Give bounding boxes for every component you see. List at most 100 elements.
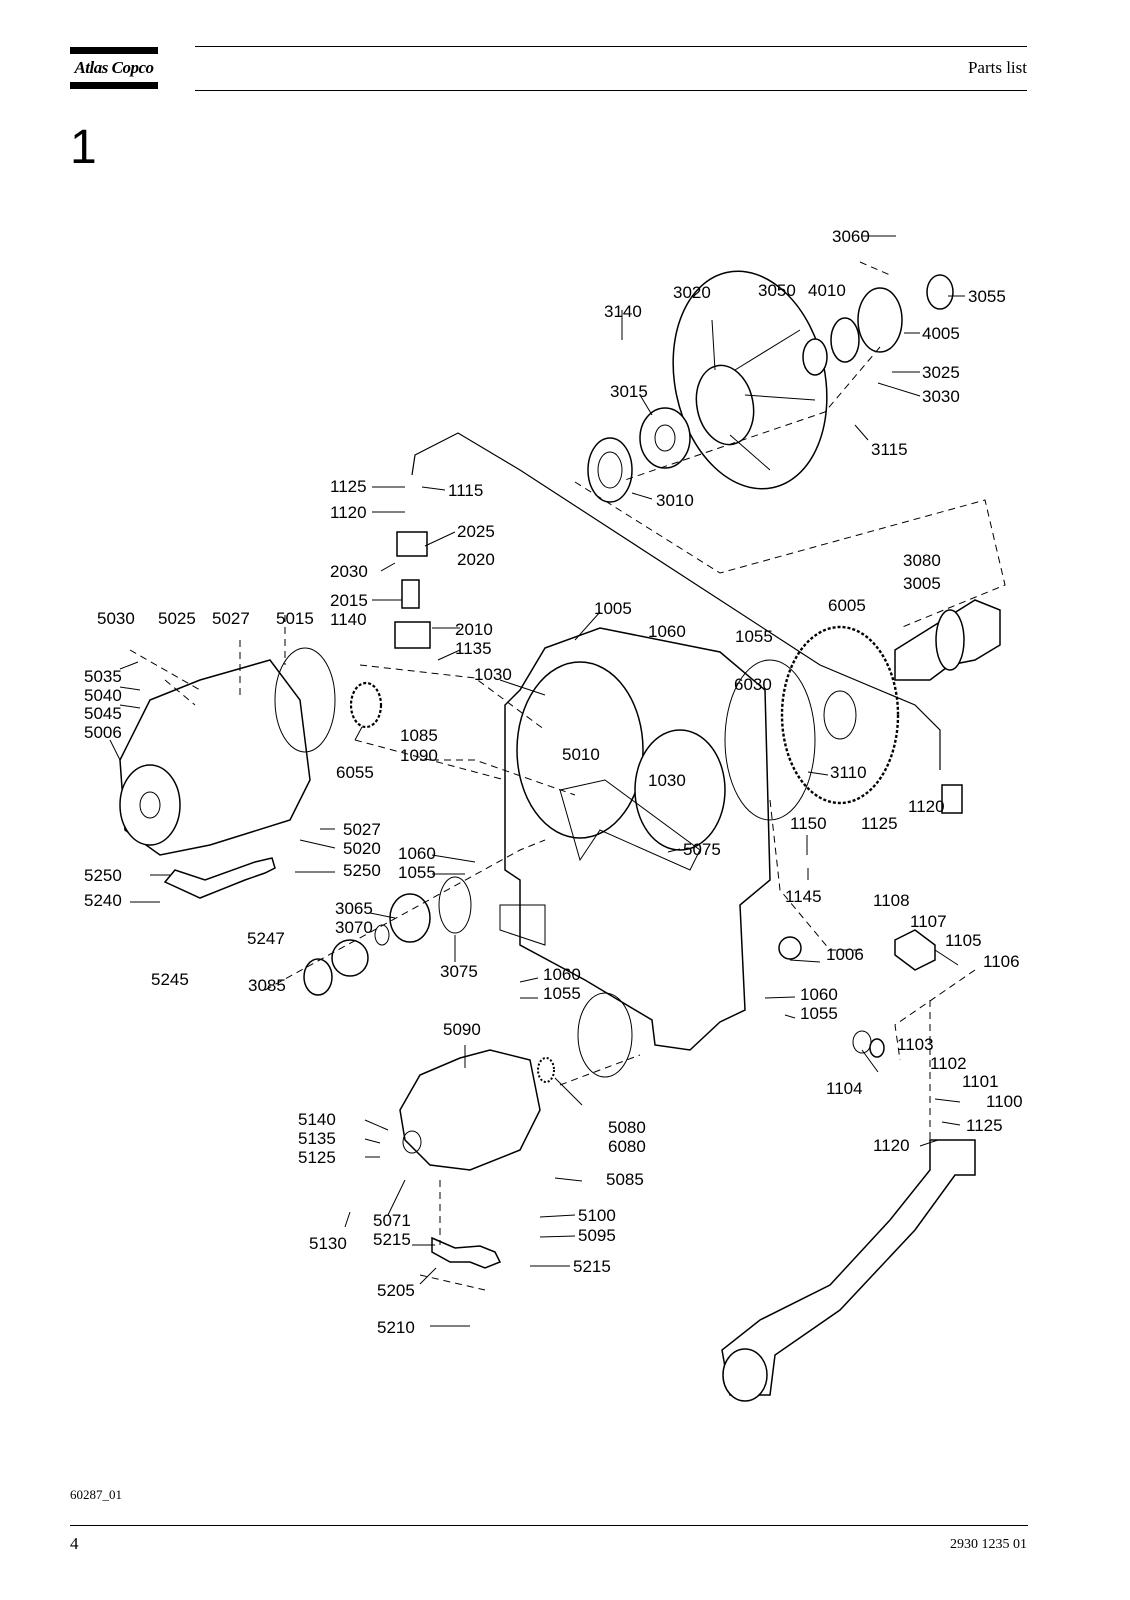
callout-3005: 3005	[903, 574, 941, 593]
callout-3055: 3055	[968, 287, 1006, 306]
callout-1085: 1085	[400, 726, 438, 745]
callout-1060-right: 1060	[800, 985, 838, 1004]
compressor-lower-hub	[402, 1130, 422, 1154]
assembly-lines	[129, 261, 1006, 1291]
atlas-copco-logo: Atlas Copco	[74, 58, 154, 77]
housing-bore-large	[516, 661, 644, 839]
compressor-left-hub	[139, 791, 161, 819]
callout-2015: 2015	[330, 591, 368, 610]
callout-1120-bottom: 1120	[873, 1136, 910, 1155]
callout-1060-lower: 1060	[543, 965, 581, 984]
callout-5071: 5071	[373, 1211, 411, 1230]
callout-1060-mid: 1060	[398, 844, 436, 863]
callout-1120-right: 1120	[908, 797, 945, 816]
callout-3015: 3015	[610, 382, 648, 401]
gasket-5080	[577, 992, 633, 1078]
callout-5215-right: 5215	[573, 1257, 611, 1276]
callout-3075: 3075	[440, 962, 478, 981]
callout-1102: 1102	[930, 1054, 967, 1073]
callout-5010: 5010	[562, 745, 600, 764]
callout-5250-right: 5250	[343, 861, 381, 880]
page-number: 4	[70, 1534, 79, 1553]
callout-5020: 5020	[343, 839, 381, 858]
callout-5085: 5085	[606, 1170, 644, 1189]
callout-5025: 5025	[158, 609, 196, 628]
callout-5205: 5205	[377, 1281, 415, 1300]
pipe-5240	[163, 857, 276, 899]
logo-bar-bottom	[70, 82, 158, 89]
callout-1108: 1108	[873, 891, 910, 910]
disc-3085-a	[331, 939, 369, 977]
callout-5030: 5030	[97, 609, 135, 628]
cover-plate-hub	[695, 364, 755, 446]
callout-1055-top: 1055	[735, 627, 773, 646]
callout-3115: 3115	[871, 440, 908, 459]
callout-1060-top: 1060	[648, 622, 686, 641]
callout-3020: 3020	[673, 283, 711, 302]
callout-3140: 3140	[604, 302, 642, 321]
callout-1120-top: 1120	[330, 503, 367, 522]
discharge-pipe	[721, 1139, 976, 1396]
callout-1140: 1140	[330, 610, 367, 629]
callout-3065: 3065	[335, 899, 373, 918]
pipe-5205	[431, 1236, 502, 1269]
discharge-pipe-flange	[722, 1348, 768, 1402]
oil-line-1115	[411, 432, 941, 770]
callout-5090: 5090	[443, 1020, 481, 1039]
bracket-2025	[396, 531, 428, 557]
compressor-element-lower	[399, 1049, 541, 1171]
callout-5045: 5045	[84, 704, 122, 723]
callout-5075: 5075	[683, 840, 721, 859]
callout-6055: 6055	[336, 763, 374, 782]
callout-1030-upper: 1030	[474, 665, 512, 684]
seal-3055	[926, 274, 954, 310]
callout-5210: 5210	[377, 1318, 415, 1337]
logo-bar-top	[70, 47, 158, 54]
callout-5035: 5035	[84, 667, 122, 686]
compressor-left-flange	[119, 764, 181, 846]
callout-1101: 1101	[962, 1072, 999, 1091]
callout-5130: 5130	[309, 1234, 347, 1253]
callout-1135: 1135	[455, 639, 492, 658]
callout-5040: 5040	[84, 686, 122, 705]
callout-5080: 5080	[608, 1118, 646, 1137]
callout-1125-bottom: 1125	[966, 1116, 1003, 1135]
callout-1115: 1115	[448, 481, 483, 500]
callout-5125: 5125	[298, 1148, 336, 1167]
callout-2025: 2025	[457, 522, 495, 541]
callout-5240: 5240	[84, 891, 122, 910]
callout-2020: 2020	[457, 550, 495, 569]
bearing-3015	[639, 407, 691, 469]
housing-bore-small	[634, 729, 726, 851]
callout-5006: 5006	[84, 723, 122, 742]
breather-1006	[778, 936, 802, 960]
callout-1125-top: 1125	[330, 477, 367, 496]
callout-1125-right: 1125	[861, 814, 898, 833]
seal-3010-inner	[597, 451, 623, 489]
callout-1006: 1006	[826, 945, 864, 964]
callout-5015: 5015	[276, 609, 314, 628]
callout-6030: 6030	[734, 675, 772, 694]
disc-3085-b	[303, 958, 333, 996]
callout-5215-left: 5215	[373, 1230, 411, 1249]
callout-1106: 1106	[983, 952, 1020, 971]
page-title: Parts list	[967, 58, 1027, 77]
callout-1005: 1005	[594, 599, 632, 618]
gear-6005-hub	[823, 690, 857, 740]
callout-5100: 5100	[578, 1206, 616, 1225]
gear-6055	[349, 681, 383, 729]
seal-ring-4010	[830, 317, 860, 363]
callout-5095: 5095	[578, 1226, 616, 1245]
callout-2030: 2030	[330, 562, 368, 581]
callout-5027-bottom: 5027	[343, 820, 381, 839]
callout-1090: 1090	[400, 746, 438, 765]
circlip-3070	[374, 924, 390, 946]
callout-5245: 5245	[151, 970, 189, 989]
bearing-3065	[389, 893, 431, 943]
gear-6005	[780, 625, 900, 805]
callout-1055-lower: 1055	[543, 984, 581, 1003]
leader-lines	[109, 235, 965, 1327]
callout-5140: 5140	[298, 1110, 336, 1129]
callout-1055-mid: 1055	[398, 863, 436, 882]
